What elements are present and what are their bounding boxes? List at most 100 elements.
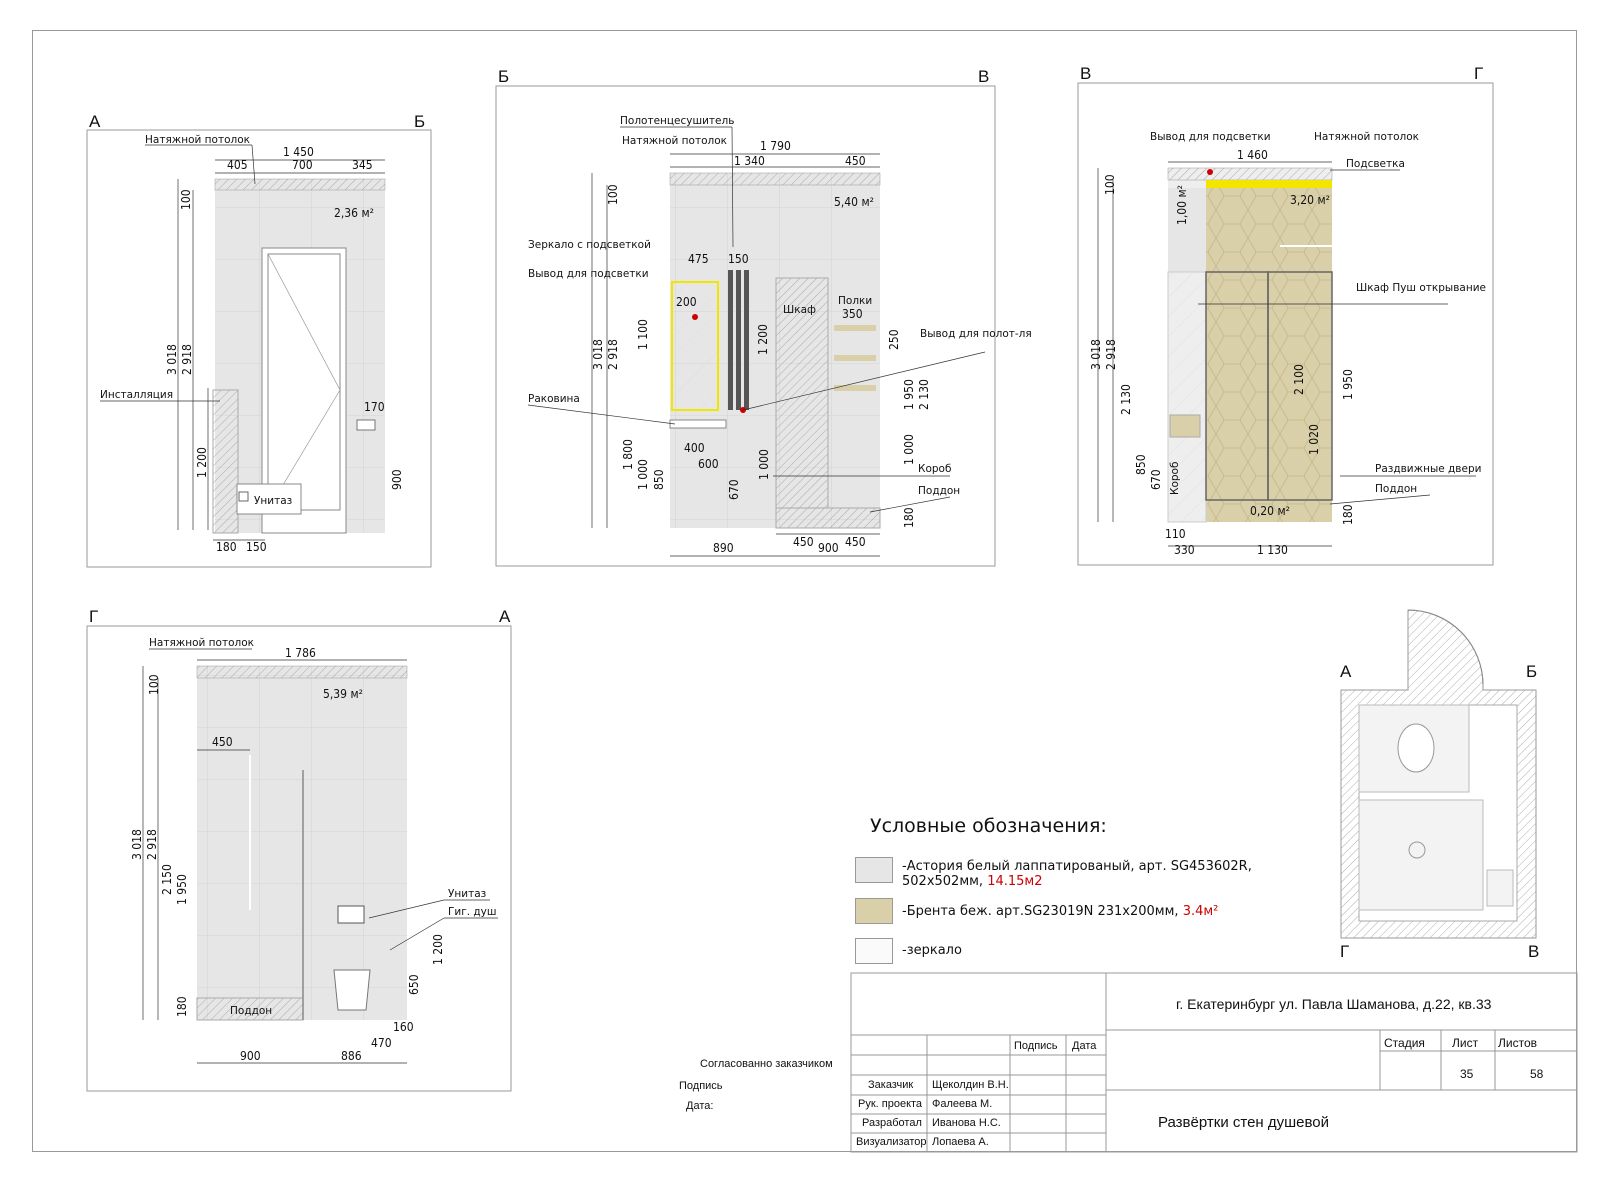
dim-h650: 650 xyxy=(407,974,421,995)
plan-cabinet xyxy=(1486,869,1514,907)
dim-d350: 350 xyxy=(842,307,863,321)
dim-d330: 330 xyxy=(1174,543,1195,557)
sliding-door-right xyxy=(1267,271,1333,501)
door-swing-arc xyxy=(1407,609,1484,686)
elevation-ga: Г А Натяжной потолок 1 786 5,39 м² 450 1… xyxy=(86,607,512,1092)
light-outlet-marker xyxy=(692,314,698,320)
dim-h1950: 1 950 xyxy=(902,379,916,410)
dim-d400: 400 xyxy=(684,441,705,455)
installation-label: Инсталляция xyxy=(100,389,173,401)
sheet-header: Лист xyxy=(1452,1036,1479,1050)
legend-swatch-beige-tile xyxy=(855,898,893,924)
dim-width-total: 1 790 xyxy=(760,139,791,153)
vis-name: Лопаева А. xyxy=(932,1136,989,1148)
elevation-vg: В Г Вывод для подсветки Натяжной потолок… xyxy=(1077,64,1494,566)
dim-d110: 110 xyxy=(1165,527,1186,541)
dim-h2130: 2 130 xyxy=(917,379,931,410)
plan-shower-tray xyxy=(1358,799,1484,911)
white-tile-strip xyxy=(1168,188,1206,272)
customer-role: Заказчик xyxy=(868,1079,914,1091)
project-address: г. Екатеринбург ул. Павла Шаманова, д.22… xyxy=(1176,996,1492,1012)
dim-h900: 900 xyxy=(390,469,404,490)
ceiling-hatch xyxy=(214,178,386,191)
dim-seg1: 405 xyxy=(227,158,248,172)
legend-title: Условные обозначения: xyxy=(870,815,1107,837)
dim-d450a: 450 xyxy=(793,535,814,549)
area-bottom: 0,20 м² xyxy=(1250,504,1290,518)
dim-d450b: 450 xyxy=(845,535,866,549)
approved-by-customer: Согласованно заказчиком xyxy=(700,1058,833,1070)
col-date-header: Дата xyxy=(1072,1040,1097,1052)
dim-h850: 850 xyxy=(1134,454,1148,475)
cabinet-label: Шкаф Пуш открывание xyxy=(1356,282,1486,294)
dim-d900: 900 xyxy=(818,541,839,555)
sheet-number: 35 xyxy=(1460,1067,1474,1081)
beige-tile-area xyxy=(1206,188,1332,522)
backlight-strip xyxy=(1206,180,1332,188)
area-top: 1,00 м² xyxy=(1175,185,1189,225)
dim-b150: 150 xyxy=(246,540,267,554)
light-out-label: Вывод для подсветки xyxy=(528,268,649,280)
dim-d475: 475 xyxy=(688,252,709,266)
dim-seg1: 1 340 xyxy=(734,154,765,168)
floor-plan: А Б В Г xyxy=(1340,609,1539,961)
shelf-1 xyxy=(834,325,876,331)
flush-button-icon xyxy=(238,491,249,502)
elevation-ab: А Б Натяжной потолок 1 450 405 700 345 2… xyxy=(86,112,432,568)
dim-d886: 886 xyxy=(341,1049,362,1063)
dim-h180: 180 xyxy=(1341,504,1355,525)
dim-h1800: 1 800 xyxy=(621,439,635,470)
dim-d160: 160 xyxy=(393,1020,414,1034)
elevation-vg-frame xyxy=(1077,82,1494,566)
stage-header: Стадия xyxy=(1384,1036,1425,1050)
dim-h1100: 1 100 xyxy=(636,319,650,350)
mirror-label: Зеркало с подсветкой xyxy=(528,239,651,251)
box-label: Короб xyxy=(918,463,951,475)
area-label: 2,36 м² xyxy=(334,206,374,220)
hyg-shower-label: Гиг. душ xyxy=(448,906,497,918)
dim-seg3: 345 xyxy=(352,158,373,172)
corner-label-right: В xyxy=(978,67,989,86)
tray-label: Поддон xyxy=(918,485,960,497)
towel-rail-label: Полотенцесушитель xyxy=(620,115,734,127)
dim-h1200: 1 200 xyxy=(431,934,445,965)
dim-d900: 900 xyxy=(240,1049,261,1063)
dim-h1950: 1 950 xyxy=(175,874,189,905)
legend-swatch-white-tile xyxy=(855,857,893,883)
toilet-label: Унитаз xyxy=(448,888,486,900)
mirror-with-light xyxy=(671,281,719,411)
elevation-ga-frame xyxy=(86,625,512,1092)
vis-role: Визуализатор xyxy=(856,1136,927,1148)
customer-name: Щеколдин В.Н. xyxy=(932,1079,1009,1091)
dim-d200: 200 xyxy=(676,295,697,309)
dim-h1950: 1 950 xyxy=(1341,369,1355,400)
dim-h180: 180 xyxy=(175,996,189,1017)
legend-item1-qty: 14.15м2 xyxy=(987,874,1043,889)
corner-label-right: Б xyxy=(414,112,425,131)
wall-tile-area xyxy=(197,666,407,1020)
date-label: Дата: xyxy=(686,1100,714,1112)
dim-d450: 450 xyxy=(212,735,233,749)
dev-role: Разработал xyxy=(862,1117,922,1129)
elevation-ab-frame xyxy=(86,129,432,568)
door-swing-line xyxy=(267,253,341,511)
ceiling-hatch xyxy=(1167,167,1333,181)
sink xyxy=(669,419,727,429)
dim-h1020: 1 020 xyxy=(1307,424,1321,455)
dim-h2918: 2 918 xyxy=(180,344,194,375)
cabinet-label: Шкаф xyxy=(783,304,816,316)
ceiling-hatch xyxy=(196,665,408,679)
area-main: 3,20 м² xyxy=(1290,193,1330,207)
box-niche xyxy=(1169,414,1201,438)
dim-h250: 250 xyxy=(887,329,901,350)
legend-item2-text: -Брента беж. арт.SG23019N 231х200мм, xyxy=(902,904,1179,919)
flush-button-icon xyxy=(337,905,365,924)
corner-label-left: В xyxy=(1080,64,1091,83)
tray-label: Поддон xyxy=(1375,483,1417,495)
corner-label-right: А xyxy=(499,607,511,626)
dim-h850: 850 xyxy=(652,469,666,490)
dim-h1200: 1 200 xyxy=(195,447,209,478)
shelf-3 xyxy=(834,385,876,391)
corner-label-left: Б xyxy=(498,67,509,86)
towel-out-label: Вывод для полот-ля xyxy=(920,328,1032,340)
